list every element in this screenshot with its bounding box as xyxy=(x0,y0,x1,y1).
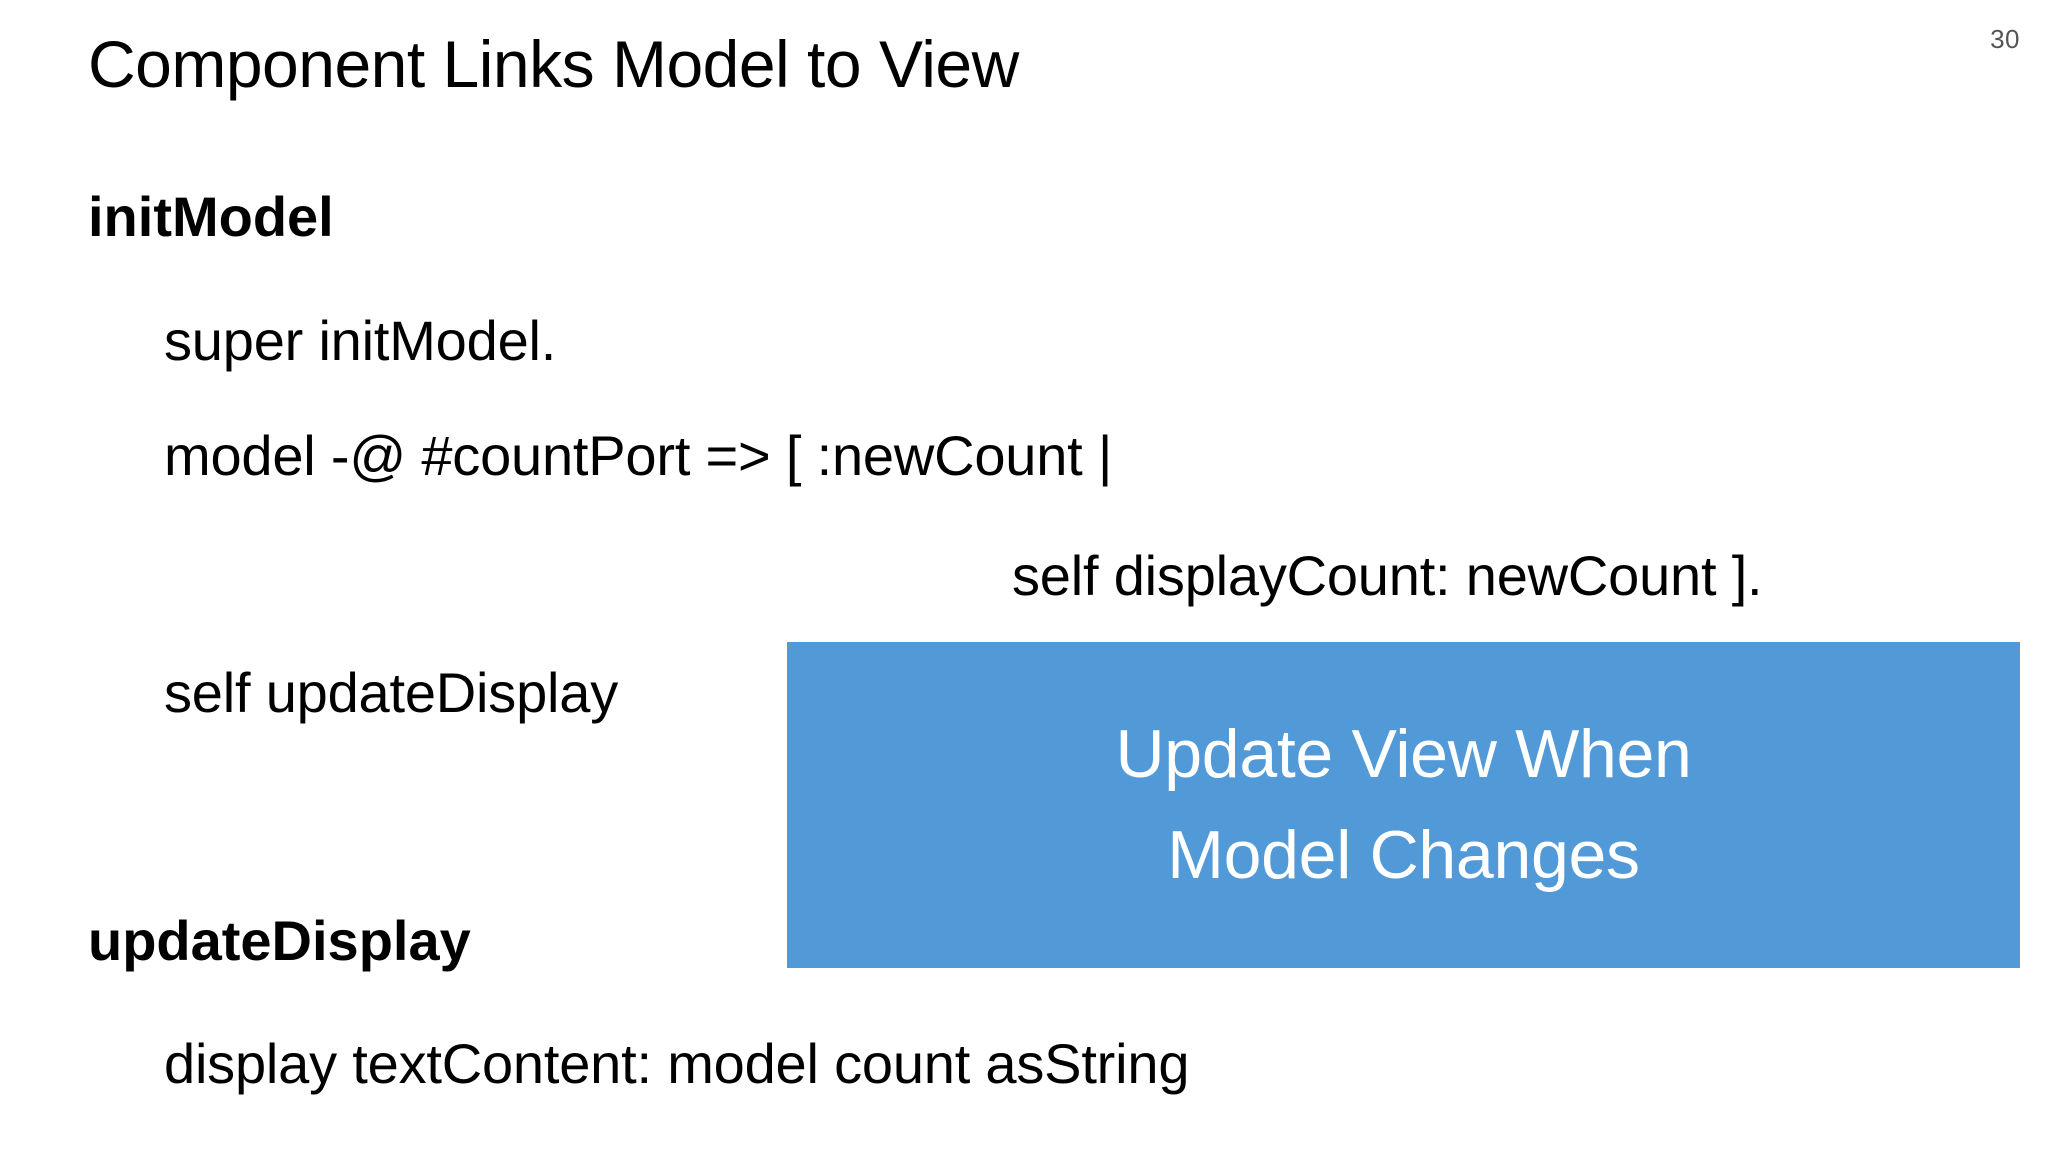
code-line-self-updatedisplay: self updateDisplay xyxy=(164,661,618,724)
code-line-method-initmodel: initModel xyxy=(88,185,334,248)
page-title: Component Links Model to View xyxy=(88,27,1019,101)
code-line-self-displaycount: self displayCount: newCount ]. xyxy=(1012,544,1763,607)
code-line-method-updatedisplay: updateDisplay xyxy=(88,909,471,972)
callout-line-2: Model Changes xyxy=(1167,817,1640,893)
code-line-display-textcontent: display textContent: model count asStrin… xyxy=(164,1032,1190,1095)
code-line-model-countport: model -@ #countPort => [ :newCount | xyxy=(164,424,1113,487)
code-line-super-initmodel: super initModel. xyxy=(164,309,557,372)
callout-line-1: Update View When xyxy=(1115,716,1692,793)
page-number: 30 xyxy=(1990,24,2020,54)
callout-box: Update View When Model Changes xyxy=(787,642,2020,968)
